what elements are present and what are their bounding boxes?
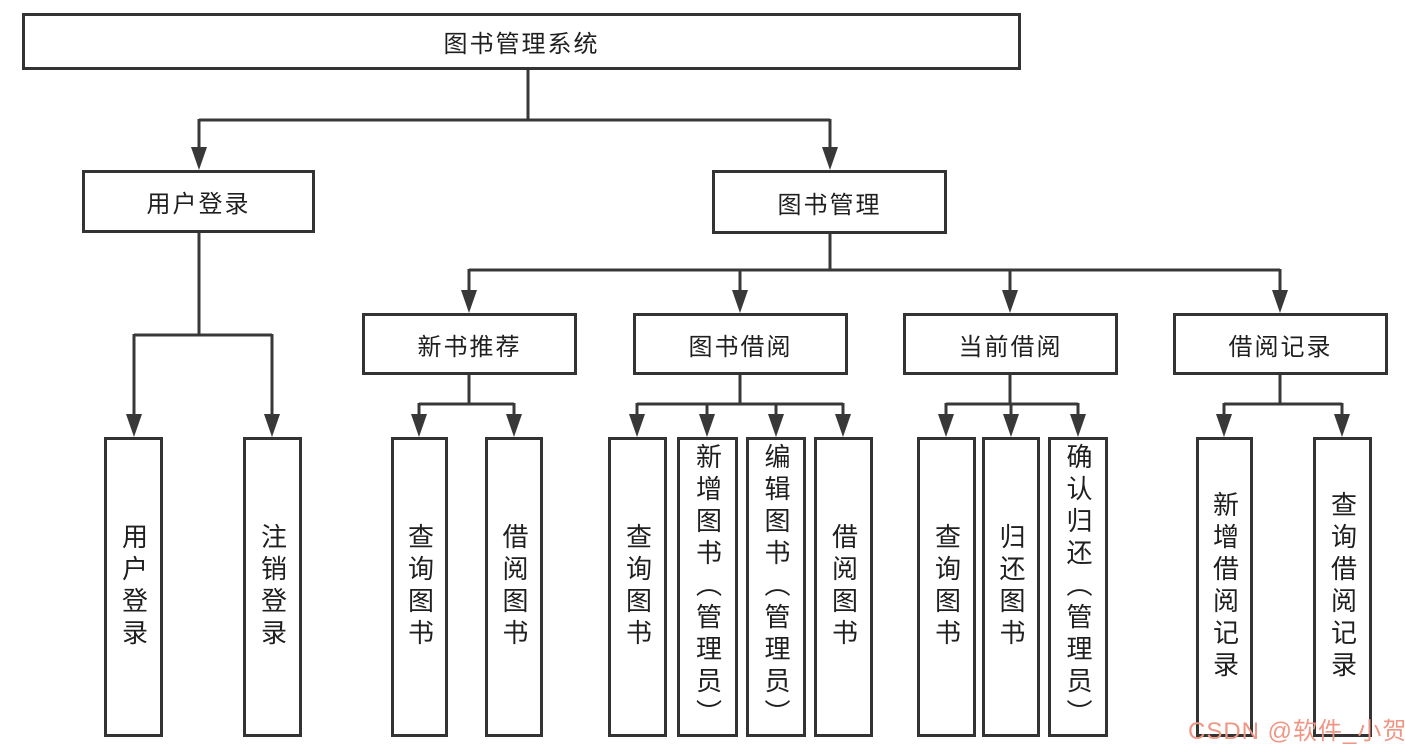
leaf-label: 新增图书（管理员） [692,443,723,731]
leaf-return-books: 归还图书 [982,437,1040,737]
node-user-login: 用户登录 [82,170,315,233]
leaf-label: 归还图书 [996,523,1026,651]
leaf-edit-books-admin: 编辑图书（管理员） [746,437,806,737]
leaf-label: 查询借阅记录 [1327,491,1358,683]
leaf-add-borrowing-record: 新增借阅记录 [1196,437,1253,737]
leaf-label: 编辑图书（管理员） [761,443,791,731]
leaf-label: 查询图书 [404,523,435,651]
leaf-query-books-recommendation: 查询图书 [391,437,448,737]
leaf-add-books-admin: 新增图书（管理员） [677,437,738,737]
node-current-borrowing: 当前借阅 [903,313,1118,375]
leaf-label: 用户登录 [118,523,149,651]
arrowhead-icons [126,147,1350,437]
leaf-query-books-borrowing: 查询图书 [608,437,667,737]
leaf-label: 确认归还（管理员） [1063,443,1093,731]
node-book-management: 图书管理 [712,170,947,234]
node-new-book-recommendation: 新书推荐 [362,313,577,375]
leaf-query-books-current: 查询图书 [917,437,976,737]
leaf-borrow-books: 借阅图书 [814,437,873,737]
leaf-label: 借阅图书 [499,523,529,651]
leaf-borrow-books-recommendation: 借阅图书 [485,437,543,737]
leaf-label: 查询图书 [931,523,962,651]
leaf-label: 新增借阅记录 [1209,491,1240,683]
node-borrowing-records: 借阅记录 [1173,313,1388,375]
node-root: 图书管理系统 [22,13,1021,70]
leaf-logout: 注销登录 [243,437,302,737]
leaf-query-borrowing-record: 查询借阅记录 [1313,437,1372,737]
node-book-borrowing: 图书借阅 [633,313,848,375]
leaf-label: 借阅图书 [828,523,859,651]
leaf-label: 注销登录 [257,523,288,651]
leaf-label: 查询图书 [622,523,653,651]
leaf-confirm-return-admin: 确认归还（管理员） [1048,437,1108,737]
leaf-user-login: 用户登录 [104,437,163,737]
watermark: CSDN @软件_小贺同学 [1188,718,1405,745]
